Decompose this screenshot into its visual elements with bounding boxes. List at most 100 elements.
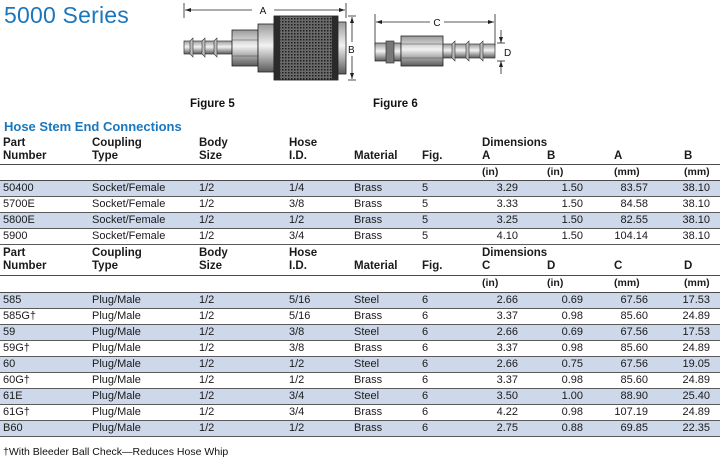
- cell-body-size: 1/2: [199, 374, 215, 386]
- table2-units: (in) (in) (mm) (mm): [0, 275, 720, 293]
- header-part-line2: Number: [3, 150, 47, 162]
- cell-coupling-type: Plug/Male: [92, 406, 141, 418]
- cell-part-number: 5700E: [3, 198, 35, 210]
- cell-part-number: 61E: [3, 390, 23, 402]
- cell-dim-mm-1: 83.57: [620, 182, 648, 194]
- header-material: Material: [354, 260, 398, 272]
- cell-material: Steel: [354, 390, 380, 402]
- cell-dim-in-2: 0.88: [561, 422, 583, 434]
- cell-fig: 6: [422, 294, 429, 306]
- cell-part-number: 59G†: [3, 342, 30, 354]
- header-body: Body: [199, 247, 228, 259]
- header-body-line2: Size: [199, 260, 223, 272]
- cell-dim-in-2: 1.50: [561, 198, 583, 210]
- table1-header: Part Number Coupling Type Body Size Hose…: [0, 136, 720, 164]
- cell-hose-id: 3/8: [289, 326, 305, 338]
- figure-6-caption: Figure 6: [373, 98, 418, 110]
- unit-in: (in): [482, 277, 499, 289]
- cell-dim-in-2: 0.98: [561, 310, 583, 322]
- cell-fig: 6: [422, 358, 429, 370]
- cell-fig: 6: [422, 326, 429, 338]
- cell-body-size: 1/2: [199, 342, 215, 354]
- cell-material: Steel: [354, 358, 380, 370]
- header-dimensions: Dimensions: [482, 137, 548, 149]
- cell-body-size: 1/2: [199, 422, 215, 434]
- cell-body-size: 1/2: [199, 198, 215, 210]
- cell-dim-in-1: 3.29: [496, 182, 518, 194]
- header-body: Body: [199, 137, 228, 149]
- cell-dim-mm-1: 82.55: [620, 214, 648, 226]
- header-hose: Hose: [289, 137, 318, 149]
- cell-hose-id: 1/2: [289, 358, 305, 370]
- dim-c-label: C: [433, 18, 440, 29]
- cell-dim-in-1: 2.66: [496, 326, 518, 338]
- cell-hose-id: 3/4: [289, 406, 305, 418]
- cell-fig: 6: [422, 342, 429, 354]
- cell-hose-id: 3/4: [289, 390, 305, 402]
- cell-part-number: B60: [3, 422, 23, 434]
- cell-coupling-type: Plug/Male: [92, 326, 141, 338]
- header-dim-b-in: B: [547, 150, 556, 162]
- cell-part-number: 585G†: [3, 310, 37, 322]
- unit-mm: (mm): [614, 166, 640, 178]
- cell-dim-in-1: 3.37: [496, 310, 518, 322]
- cell-dim-in-2: 1.00: [561, 390, 583, 402]
- cell-hose-id: 3/8: [289, 198, 305, 210]
- cell-fig: 6: [422, 310, 429, 322]
- header-dimensions: Dimensions: [482, 247, 548, 259]
- cell-dim-mm-1: 85.60: [620, 374, 648, 386]
- cell-fig: 5: [422, 198, 429, 210]
- cell-dim-mm-1: 67.56: [620, 358, 648, 370]
- cell-dim-mm-2: 19.05: [682, 358, 710, 370]
- cell-dim-in-2: 0.69: [561, 294, 583, 306]
- cell-body-size: 1/2: [199, 406, 215, 418]
- cell-body-size: 1/2: [199, 214, 215, 226]
- cell-body-size: 1/2: [199, 326, 215, 338]
- header-fig: Fig.: [422, 150, 443, 162]
- cell-dim-mm-1: 107.19: [614, 406, 648, 418]
- cell-fig: 5: [422, 214, 429, 226]
- cell-coupling-type: Plug/Male: [92, 342, 141, 354]
- header-dim-d-mm: D: [684, 260, 693, 272]
- cell-material: Brass: [354, 342, 383, 354]
- cell-dim-mm-2: 24.89: [682, 310, 710, 322]
- cell-dim-in-1: 3.37: [496, 374, 518, 386]
- cell-dim-in-2: 1.50: [561, 214, 583, 226]
- cell-hose-id: 1/2: [289, 422, 305, 434]
- cell-dim-in-2: 1.50: [561, 230, 583, 242]
- unit-in: (in): [547, 166, 564, 178]
- table2-header: Part Number Coupling Type Body Size Hose…: [0, 245, 720, 275]
- dim-b-label: B: [348, 45, 355, 56]
- unit-mm: (mm): [614, 277, 640, 289]
- cell-material: Brass: [354, 310, 383, 322]
- cell-hose-id: 1/4: [289, 182, 305, 194]
- unit-in: (in): [547, 277, 564, 289]
- cell-part-number: 585: [3, 294, 22, 306]
- cell-part-number: 50400: [3, 182, 34, 194]
- cell-dim-in-1: 4.10: [496, 230, 518, 242]
- cell-dim-mm-2: 17.53: [682, 294, 710, 306]
- cell-coupling-type: Plug/Male: [92, 374, 141, 386]
- header-coupling: Coupling: [92, 137, 142, 149]
- cell-dim-mm-2: 38.10: [682, 182, 710, 194]
- header-dim-c-mm: C: [614, 260, 623, 272]
- cell-hose-id: 3/8: [289, 342, 305, 354]
- cell-dim-mm-1: 69.85: [620, 422, 648, 434]
- cell-body-size: 1/2: [199, 390, 215, 402]
- cell-part-number: 5900: [3, 230, 28, 242]
- dim-a-label-fig5: A: [260, 6, 267, 17]
- cell-part-number: 61G†: [3, 406, 30, 418]
- cell-body-size: 1/2: [199, 310, 215, 322]
- header-part-line2: Number: [3, 260, 47, 272]
- dim-d-label: D: [504, 48, 511, 59]
- cell-dim-mm-2: 22.35: [682, 422, 710, 434]
- figures-diagram: A B C: [183, 3, 511, 81]
